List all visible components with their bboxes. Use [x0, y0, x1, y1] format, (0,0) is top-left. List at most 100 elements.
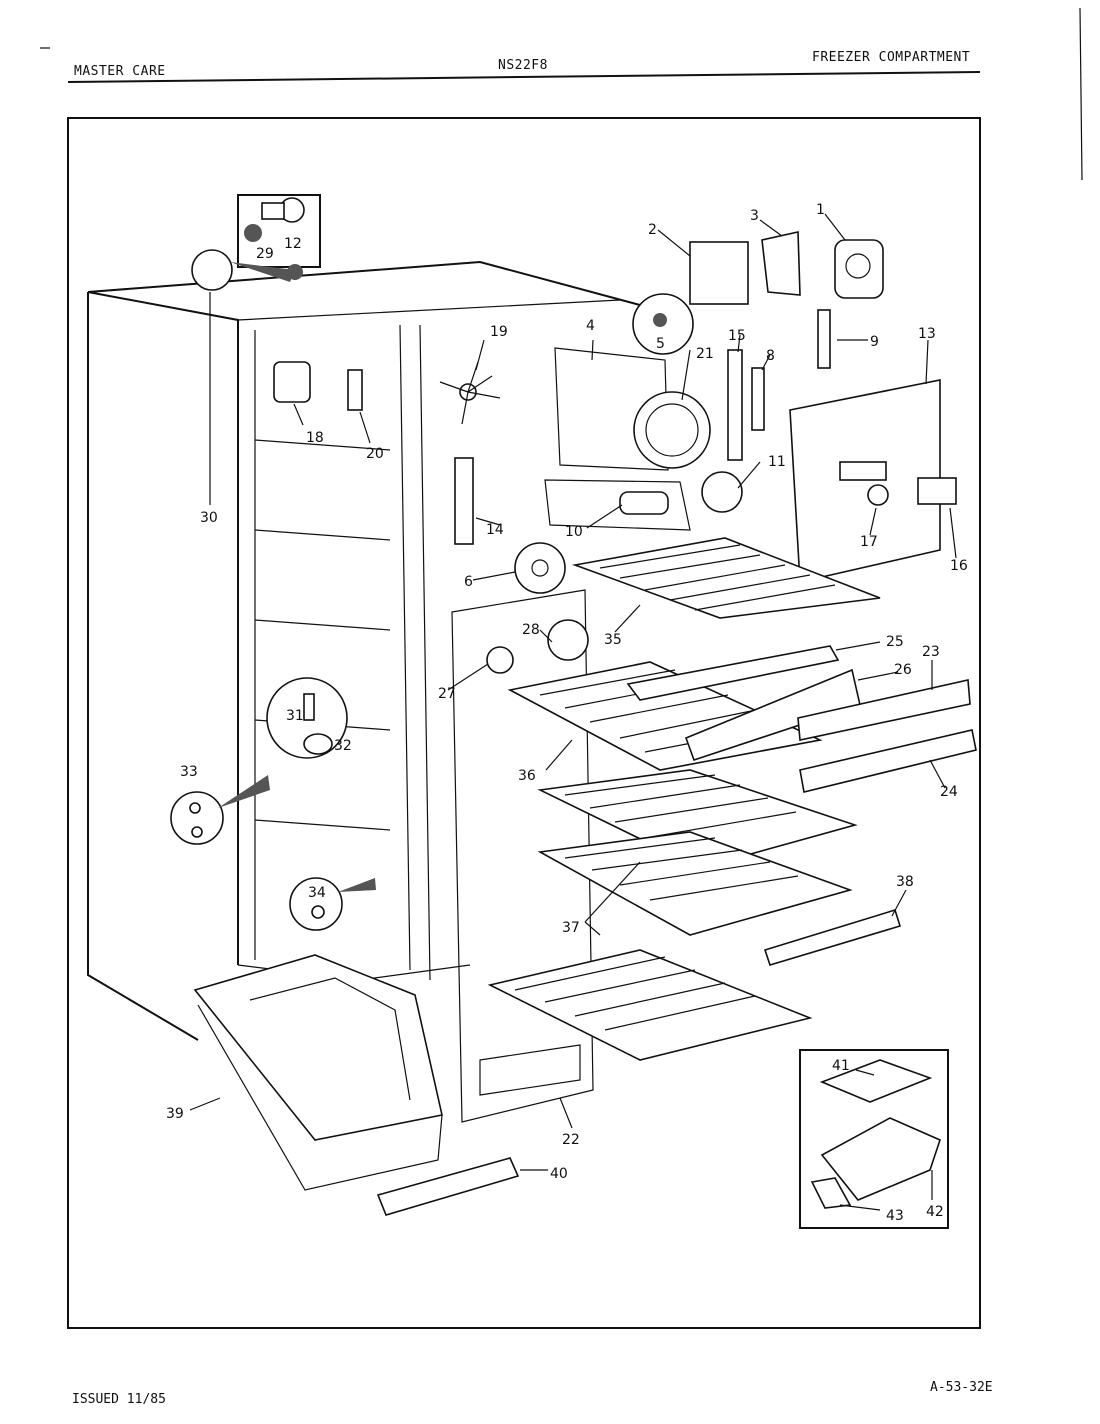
- shelf-part-37-bottom: [487, 949, 813, 1061]
- label-25: 25: [886, 634, 904, 650]
- strip-part-9: [817, 309, 831, 369]
- bulb-part-11: [701, 471, 743, 513]
- bin-part-39: [193, 954, 443, 1191]
- inset-box-29-12: [237, 194, 321, 268]
- label-31: 31: [286, 708, 304, 724]
- label-41: 41: [832, 1058, 850, 1074]
- label-29: 29: [256, 246, 274, 262]
- bulb-part-28: [547, 619, 589, 661]
- socket-part-10: [619, 491, 669, 515]
- socket-part-27: [486, 646, 514, 674]
- label-13: 13: [918, 326, 936, 342]
- label-34: 34: [308, 885, 326, 901]
- label-10: 10: [565, 524, 583, 540]
- thermostat-part-18: [273, 361, 311, 403]
- label-32: 32: [334, 738, 352, 754]
- back-panel-vents: [479, 1044, 581, 1096]
- label-39: 39: [166, 1106, 184, 1122]
- shelf-part-37-lower: [537, 831, 853, 936]
- label-28: 28: [522, 622, 540, 638]
- label-1: 1: [816, 202, 825, 218]
- back-panel-part-22: [451, 589, 594, 1123]
- label-15: 15: [728, 328, 746, 344]
- inset-box-41-43: [799, 1049, 949, 1229]
- label-24: 24: [940, 784, 958, 800]
- label-11: 11: [768, 454, 786, 470]
- label-33: 33: [180, 764, 198, 780]
- strip-part-40: [376, 1157, 520, 1216]
- header-brand: MASTER CARE: [74, 64, 166, 79]
- label-27: 27: [438, 686, 456, 702]
- label-20: 20: [366, 446, 384, 462]
- label-36: 36: [518, 768, 536, 784]
- label-16: 16: [950, 558, 968, 574]
- rail-part-25: [626, 645, 840, 701]
- label-21: 21: [696, 346, 714, 362]
- label-17: 17: [860, 534, 878, 550]
- rail-part-24: [799, 729, 977, 793]
- detail-circle-34: [289, 877, 343, 931]
- switch-part-20: [347, 369, 363, 411]
- trim-part-23: [797, 679, 971, 741]
- strip-part-38: [763, 909, 902, 966]
- button-part-17: [867, 484, 889, 506]
- strip-part-15: [727, 349, 743, 461]
- fan-blade-part-19: [439, 361, 501, 425]
- plug-34: [311, 905, 325, 919]
- label-18: 18: [306, 430, 324, 446]
- footer-issued: ISSUED 11/85: [72, 1392, 166, 1407]
- pointer-30: [230, 262, 295, 282]
- header-rule: [67, 71, 981, 83]
- cabinet-inner-lines: [237, 299, 621, 981]
- housing-1-opening: [845, 253, 871, 279]
- damper-hub: [531, 559, 549, 577]
- strip-part-8: [751, 367, 765, 431]
- diagram-frame: [67, 117, 981, 1329]
- leader-lines: [189, 213, 957, 1211]
- label-8: 8: [766, 348, 775, 364]
- fan-motor-grille: [645, 403, 699, 457]
- label-3: 3: [750, 208, 759, 224]
- label-22: 22: [562, 1132, 580, 1148]
- label-30: 30: [200, 510, 218, 526]
- tray-part-42: [820, 1117, 941, 1201]
- housing-part-1: [834, 239, 884, 299]
- panel-13-slot: [839, 461, 887, 481]
- label-40: 40: [550, 1166, 568, 1182]
- label-12: 12: [284, 236, 302, 252]
- label-9: 9: [870, 334, 879, 350]
- cap-part-32: [303, 733, 333, 755]
- label-14: 14: [486, 522, 504, 538]
- pointer-33: [218, 775, 270, 808]
- panel-part-13: [789, 379, 941, 583]
- edge-mark: [1079, 7, 1083, 181]
- label-38: 38: [896, 874, 914, 890]
- header-model: NS22F8: [498, 58, 548, 73]
- housing-part-4: [554, 347, 669, 471]
- callout-1-marker-b: [287, 264, 303, 280]
- footer-code: A-53-32E: [930, 1380, 993, 1395]
- wall-rails: [254, 439, 391, 831]
- thermostat-icon: [261, 202, 285, 220]
- screw-part-31: [303, 693, 315, 721]
- label-5: 5: [656, 336, 665, 352]
- knob-part-30: [191, 249, 233, 291]
- shelf-part-35: [571, 537, 881, 619]
- part-2: [689, 241, 749, 305]
- lid-part-41: [819, 1059, 933, 1103]
- label-37: 37: [562, 920, 580, 936]
- plug-33a: [189, 802, 201, 814]
- pointer-34: [338, 878, 376, 892]
- label-42: 42: [926, 1204, 944, 1220]
- header-section: FREEZER COMPARTMENT: [812, 50, 971, 65]
- callout-1-marker: [244, 224, 262, 242]
- label-4: 4: [586, 318, 595, 334]
- plug-33b: [191, 826, 203, 838]
- lens-part-16: [917, 477, 957, 505]
- label-26: 26: [894, 662, 912, 678]
- bracket-part-14: [454, 457, 474, 545]
- label-6: 6: [464, 574, 473, 590]
- label-2: 2: [648, 222, 657, 238]
- label-23: 23: [922, 644, 940, 660]
- detail-circle-33: [170, 791, 224, 845]
